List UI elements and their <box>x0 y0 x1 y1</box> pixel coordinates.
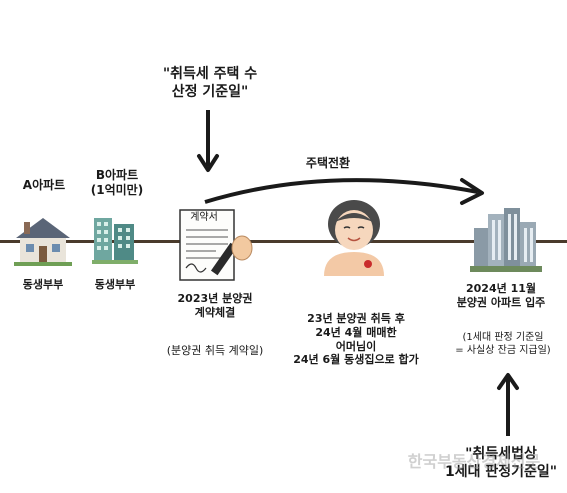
apt-b-owner: 동생부부 <box>94 278 136 291</box>
timeline-line <box>0 240 567 243</box>
new-apt-info: 2024년 11월 분양권 아파트 입주 <box>436 282 566 310</box>
transition-label: 주택전환 <box>305 156 351 170</box>
apt-a-owner: 동생부부 <box>22 278 64 291</box>
quote-bottom-line1: "취득세법상 <box>465 446 537 462</box>
new-apt-note: (1세대 판정 기준일 = 사실상 잔금 지급일) <box>440 332 566 357</box>
new-apt-line2: 분양권 아파트 입주 <box>456 295 546 309</box>
apt-b-title: B아파트 (1억미만) <box>82 168 152 198</box>
quote-bottom: "취득세법상 1세대 판정기준일" <box>436 446 566 481</box>
mother-avatar <box>324 200 384 276</box>
apt-b-title-line1: B아파트 <box>95 168 139 182</box>
mother-line2: 24년 4월 매매한 <box>315 325 397 339</box>
house-icon <box>14 218 72 266</box>
down-arrow-icon <box>197 110 219 172</box>
curved-arrow-icon <box>204 178 484 205</box>
contract-doc-label: 계약서 <box>190 212 218 223</box>
building-icon <box>92 218 138 264</box>
contract-info: 2023년 분양권 계약체결 <box>160 292 270 320</box>
mother-line4: 24년 6월 동생집으로 합가 <box>293 353 419 367</box>
contract-note: (분양권 취득 계약일) <box>166 344 264 357</box>
quote-top-line2: 산정 기준일" <box>171 83 249 100</box>
new-apt-line1: 2024년 11월 <box>466 282 536 295</box>
apt-b-title-line2: (1억미만) <box>90 183 144 197</box>
quote-top: "취득세 주택 수 산정 기준일" <box>140 66 280 101</box>
up-arrow-icon <box>497 373 519 436</box>
new-apt-note2: = 사실상 잔금 지급일) <box>455 344 551 356</box>
new-apt-note1: (1세대 판정 기준일 <box>462 332 544 343</box>
contract-document-icon <box>179 209 253 281</box>
watermark: 한국부동산경제신문 <box>407 452 541 471</box>
quote-bottom-line2: 1세대 판정기준일" <box>444 463 558 480</box>
contract-line2: 계약체결 <box>194 305 236 319</box>
apt-a-title: A아파트 <box>22 178 66 192</box>
mother-line1: 23년 분양권 취득 후 <box>307 312 405 325</box>
mother-line3: 어머님이 <box>335 339 377 353</box>
contract-line1: 2023년 분양권 <box>177 292 253 305</box>
quote-top-line1: "취득세 주택 수 <box>162 66 258 82</box>
mother-info: 23년 분양권 취득 후 24년 4월 매매한 어머님이 24년 6월 동생집으… <box>278 312 434 367</box>
apartment-complex-icon <box>470 208 542 272</box>
